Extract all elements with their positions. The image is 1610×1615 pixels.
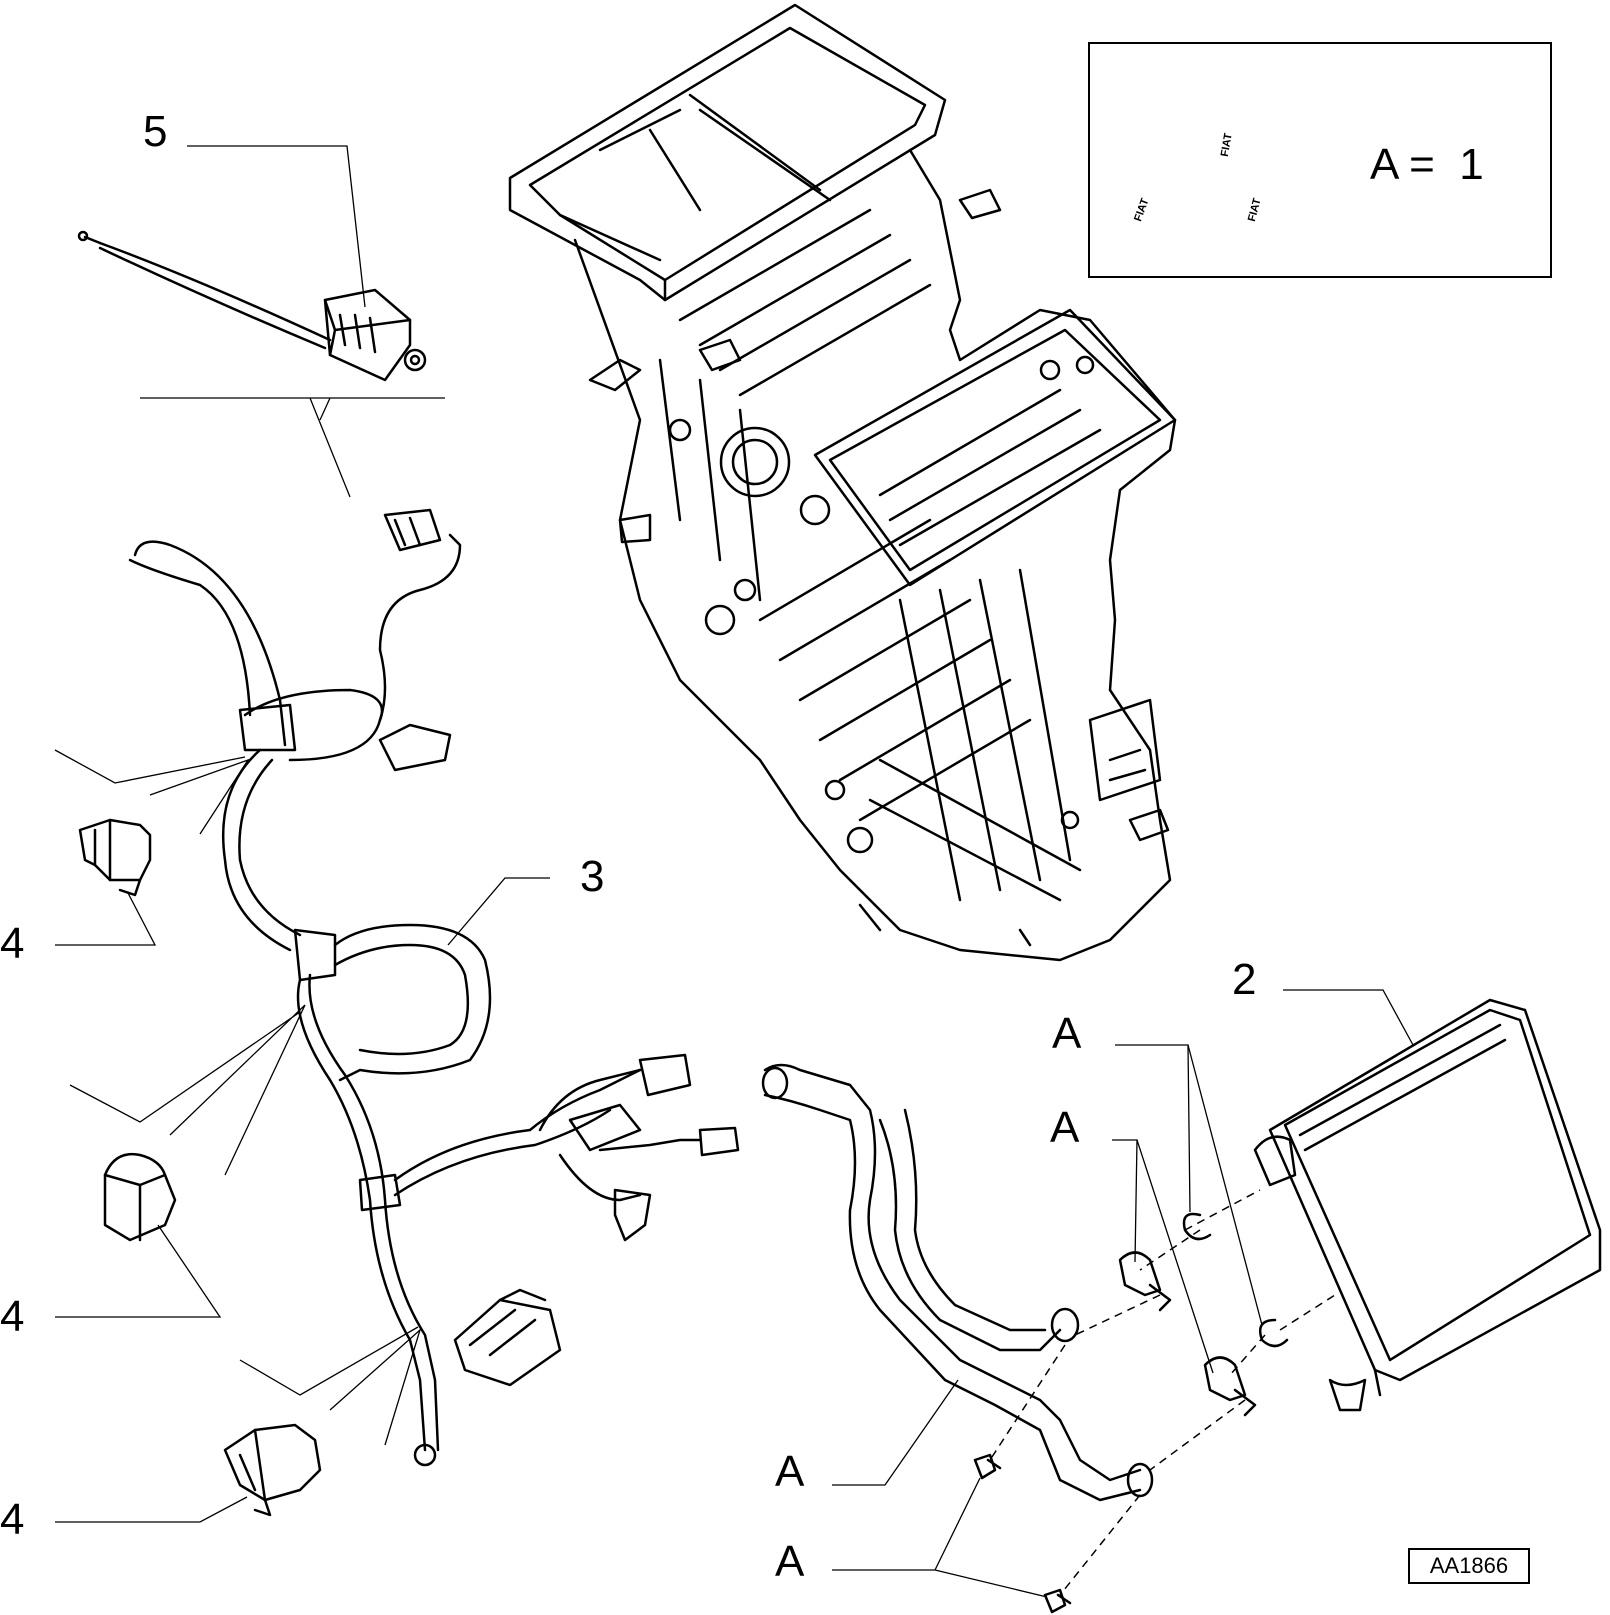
legend-box: A = 1 FIAT FIAT FIAT [1088, 42, 1552, 278]
part-4-clip-lower [223, 1423, 322, 1517]
callout-a-pipe: A [775, 1447, 805, 1496]
brand-label-box-left: FIAT [1132, 196, 1152, 224]
part-3-wiring-harness [128, 508, 740, 1467]
screws [973, 1453, 1072, 1614]
callout-5: 5 [143, 107, 168, 156]
hose-clamps [1118, 1212, 1289, 1417]
brand-label-can: FIAT [1218, 132, 1235, 158]
callout-3: 3 [580, 852, 605, 901]
brand-label-box-right: FIAT [1245, 197, 1264, 223]
callout-2: 2 [1232, 955, 1257, 1004]
part-4-clip-middle [103, 1152, 177, 1242]
leader-lines [54, 145, 1414, 1598]
part-2-heater-core [1253, 998, 1602, 1412]
callout-a-top: A [1052, 1009, 1082, 1058]
callout-a-mid: A [1050, 1103, 1080, 1152]
legend-quantity-text: A = 1 [1370, 140, 1484, 189]
callout-4-middle: 4 [0, 1292, 25, 1341]
callout-4-lower: 4 [0, 1495, 25, 1544]
part-5-temperature-sensor [77, 230, 427, 382]
drawing-code: AA1866 [1408, 1548, 1530, 1584]
part-4-clip-upper [78, 818, 152, 897]
callout-4-upper: 4 [0, 919, 25, 968]
heater-housing [508, 3, 1177, 962]
callout-a-bottom: A [775, 1537, 805, 1586]
dashed-assembly-lines [989, 1189, 1336, 1596]
heater-pipes [761, 1063, 1154, 1502]
